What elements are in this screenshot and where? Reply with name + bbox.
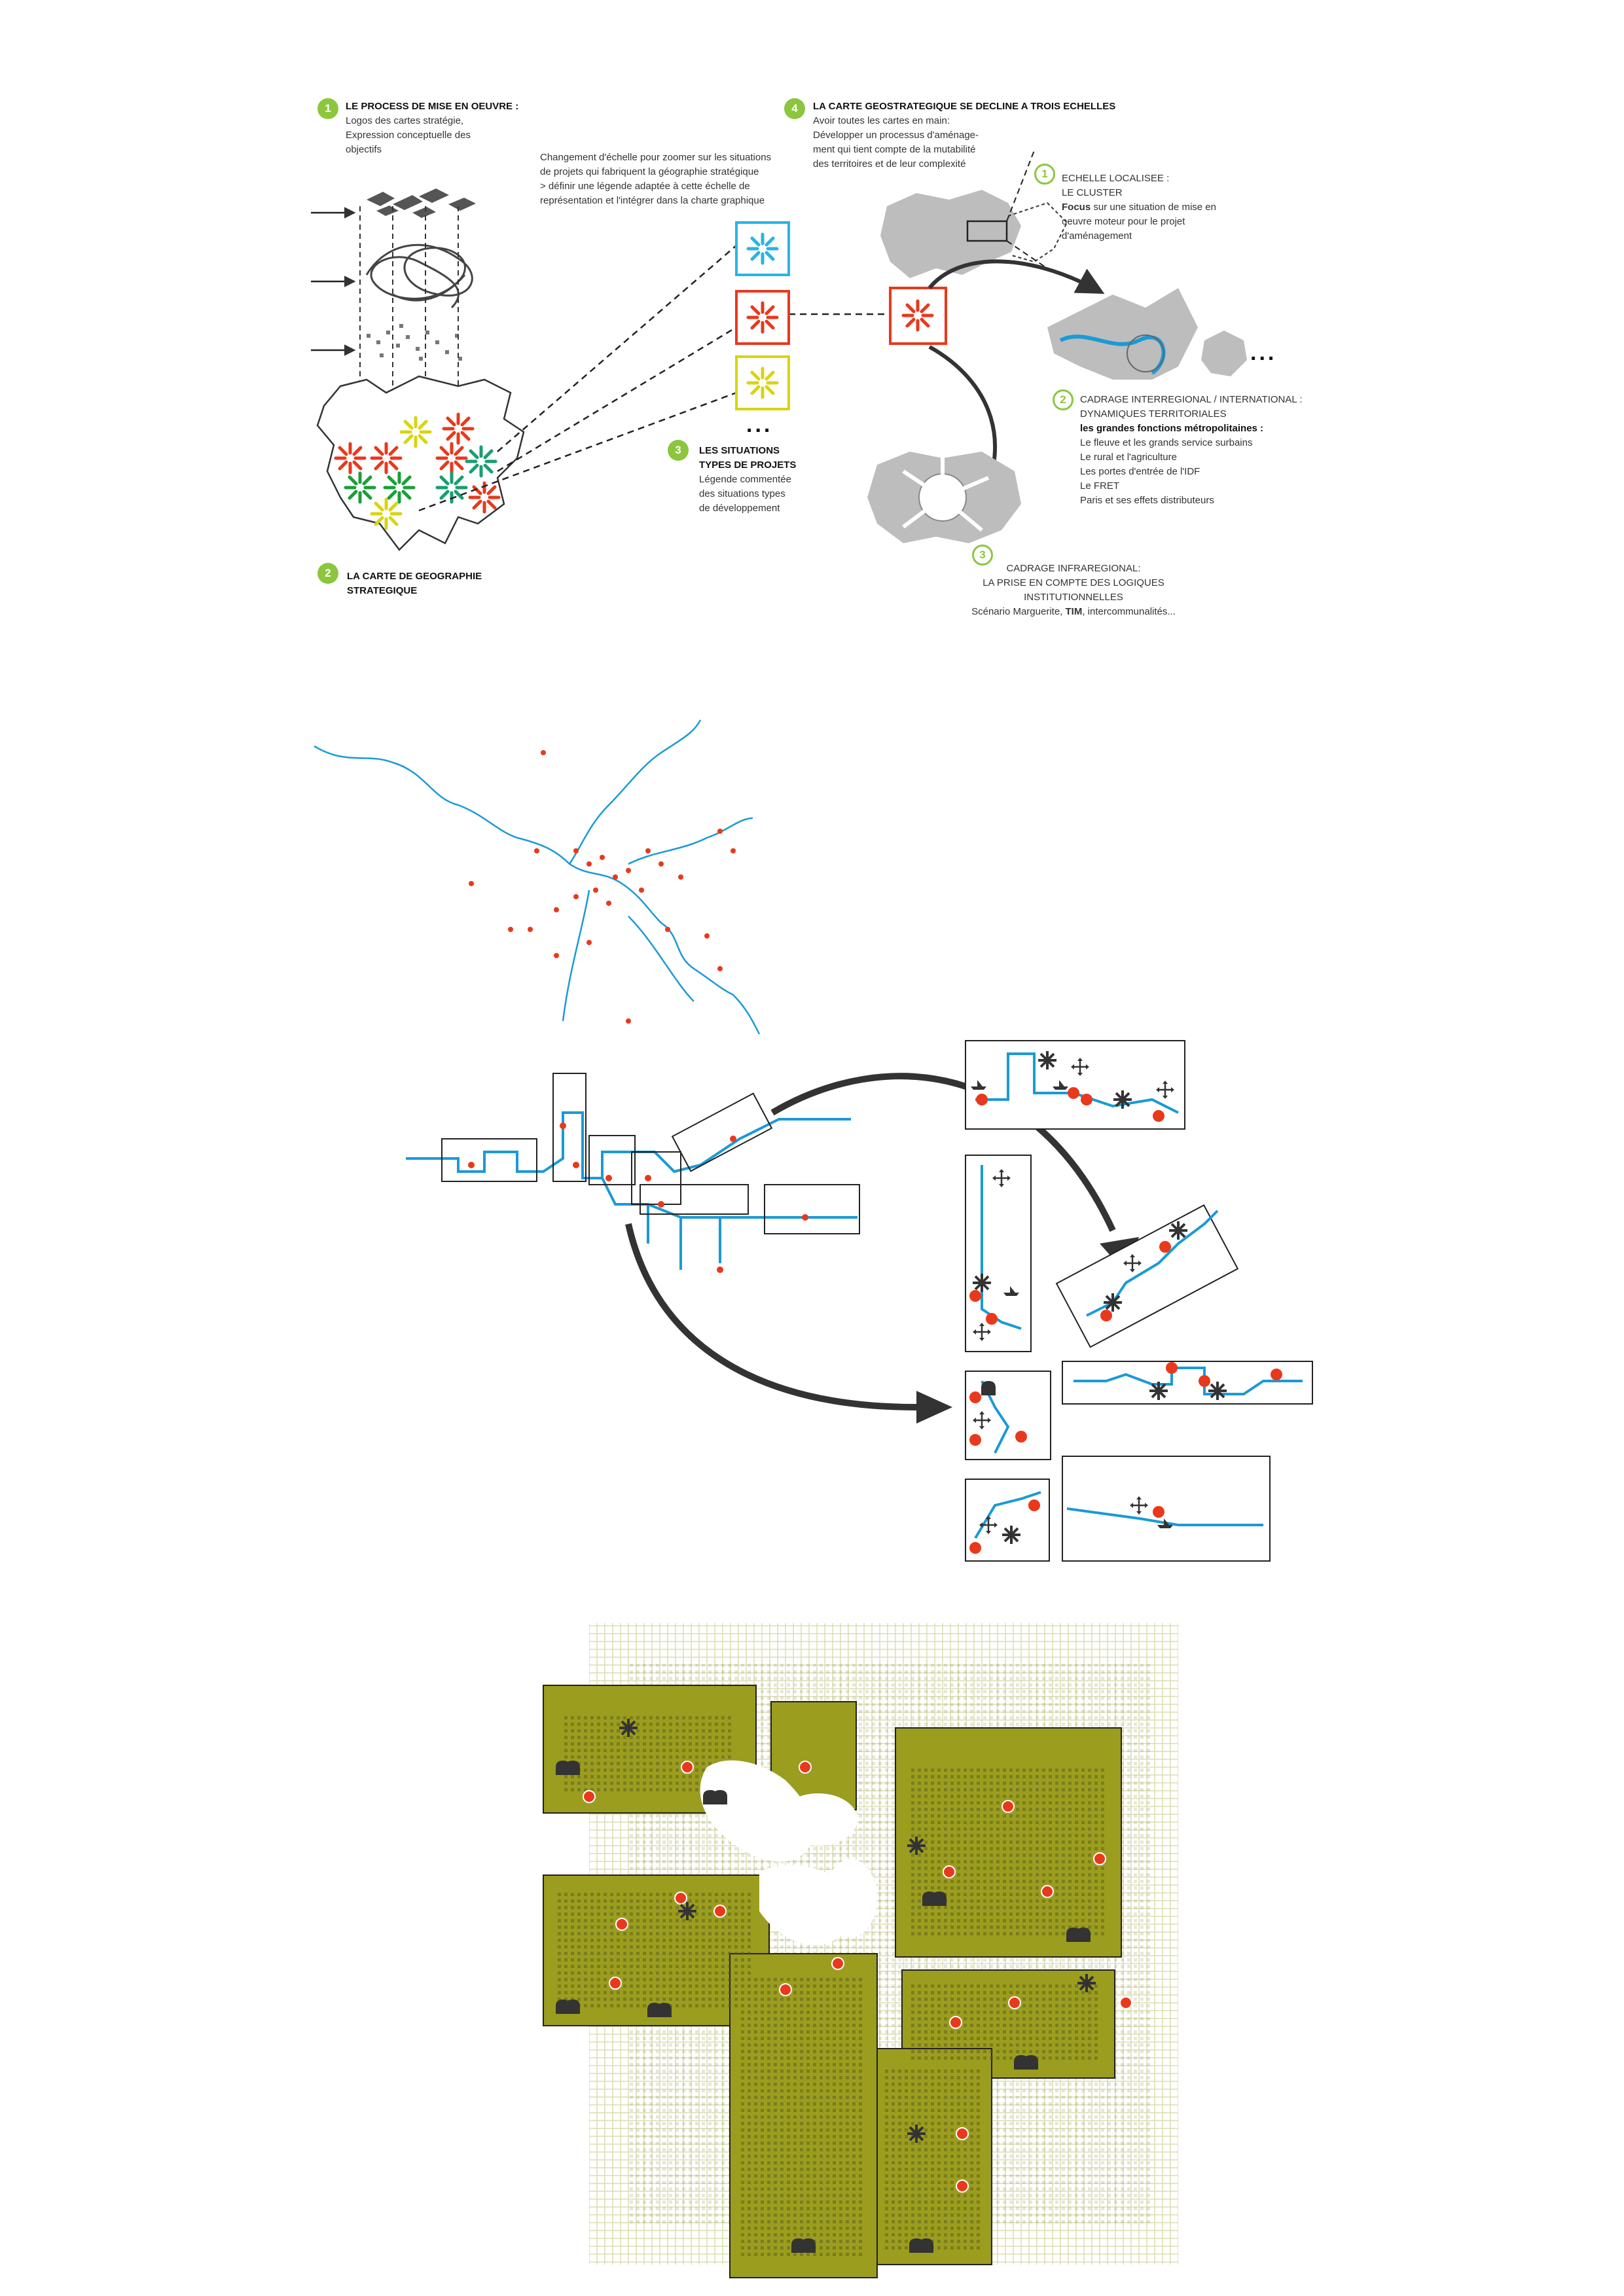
scale-2-text: CADRAGE INTERREGIONAL / INTERNATIONAL : …	[1080, 393, 1303, 508]
step-3-title: TYPES DE PROJETS	[699, 459, 797, 471]
step-4-badge: 4	[784, 98, 805, 119]
scale-1-badge: 1	[1034, 164, 1055, 185]
scale-2-item: Paris et ses effets distributeurs	[1080, 495, 1214, 506]
river-map	[314, 719, 761, 1035]
scale-2-item: Le fleuve et les grands service surbains	[1080, 437, 1253, 448]
arrow-icon	[770, 1073, 1116, 1232]
legend-box-blue	[735, 221, 790, 276]
scale-1-title: ECHELLE LOCALISEE :	[1062, 173, 1170, 184]
zoom-note-line: Changement d'échelle pour zoomer sur les…	[540, 152, 772, 163]
zoom-note-line: de projets qui fabriquent la géographie …	[540, 166, 759, 177]
legend-box-red	[735, 290, 790, 345]
cluster-box-3	[1055, 1204, 1239, 1348]
step-1-text: LE PROCESS DE MISE EN OEUVRE : Logos des…	[346, 99, 518, 157]
cluster-box-1	[965, 1040, 1185, 1130]
cluster-box-6	[965, 1479, 1050, 1562]
scale-3-last-bold: TIM	[1065, 606, 1083, 617]
step-2-title: STRATEGIQUE	[347, 585, 418, 596]
zoom-note-line: > définir une légende adaptée à cette éc…	[540, 181, 750, 192]
scale-2-subtitle: les grandes fonctions métropolitaines :	[1080, 423, 1264, 434]
arrow-icon	[311, 207, 356, 356]
step-1-badge: 1	[317, 98, 338, 119]
scale-1-line: oeuvre moteur pour le projet	[1062, 216, 1185, 227]
step-3-text: LES SITUATIONS TYPES DE PROJETS Légende …	[699, 444, 796, 516]
legend-links	[418, 245, 890, 512]
zoom-lines	[1006, 150, 1048, 269]
logo-layer-scribble	[365, 243, 473, 309]
cluster-box-2	[965, 1155, 1032, 1352]
step-3-ellipsis: ...	[746, 412, 773, 437]
zoom-note: Changement d'échelle pour zoomer sur les…	[540, 151, 771, 208]
scale-2-item: Le rural et l'agriculture	[1080, 452, 1177, 463]
scale-2-item: Les portes d'entrée de l'IDF	[1080, 466, 1200, 477]
step-1-line: objectifs	[346, 144, 382, 155]
arrow-icon	[625, 1223, 917, 1410]
step-3-line: Légende commentée	[699, 474, 791, 485]
cluster-box-5	[1062, 1361, 1313, 1405]
region-map-grey	[880, 190, 1021, 278]
step-4-line: des territoires et de leur complexité	[813, 158, 966, 170]
logo-layer-dotted	[367, 324, 462, 361]
schematic-assembly	[406, 1073, 1139, 1424]
scale-1-text: ECHELLE LOCALISEE : LE CLUSTER Focus sur…	[1062, 171, 1216, 243]
scale-2-ellipsis: ...	[1250, 340, 1277, 365]
legend-box-red-focus	[889, 287, 947, 345]
legend-box-yellow	[735, 355, 790, 410]
interregional-map	[1047, 288, 1247, 380]
scale-1-line: d'aménagement	[1062, 230, 1132, 242]
logo-layer-hatched	[367, 188, 476, 218]
scale-1-focus-rest: sur une situation de mise en	[1091, 202, 1216, 213]
step-2-title: LA CARTE DE GEOGRAPHIE	[347, 571, 482, 582]
scale-3-title: LA PRISE EN COMPTE DES LOGIQUES	[983, 577, 1164, 588]
region-map-outline	[316, 375, 525, 551]
step-3-line: de développement	[699, 503, 780, 514]
scale-3-badge: 3	[972, 545, 993, 565]
infraregional-map	[867, 452, 1021, 543]
step-3-title: LES SITUATIONS	[699, 445, 780, 456]
step-3-line: des situations types	[699, 488, 785, 499]
step-4-line: ment qui tient compte de la mutabilité	[813, 144, 976, 155]
scale-3-text: CADRAGE INFRAREGIONAL: LA PRISE EN COMPT…	[943, 562, 1204, 619]
step-2-badge: 2	[317, 563, 338, 584]
territory-mosaic	[543, 1623, 1178, 2278]
cluster-box-7	[1062, 1456, 1271, 1562]
step-4-line: Développer un processus d'aménage-	[813, 130, 979, 141]
step-1-title: LE PROCESS DE MISE EN OEUVRE :	[346, 101, 519, 112]
step-2-text: LA CARTE DE GEOGRAPHIE STRATEGIQUE	[347, 569, 482, 598]
scale-1-title: LE CLUSTER	[1062, 187, 1123, 198]
scale-2-title: DYNAMIQUES TERRITORIALES	[1080, 408, 1227, 420]
scale-3-last-pre: Scénario Marguerite,	[971, 606, 1066, 617]
scale-2-item: Le FRET	[1080, 480, 1120, 492]
project-points	[469, 750, 736, 1024]
step-3-badge: 3	[668, 440, 689, 461]
step-4-text: LA CARTE GEOSTRATEGIQUE SE DECLINE A TRO…	[813, 99, 1115, 171]
step-4-line: Avoir toutes les cartes en main:	[813, 115, 950, 126]
step-1-line: Expression conceptuelle des	[346, 130, 471, 141]
zoom-note-line: représentation et l'intégrer dans la cha…	[540, 195, 765, 206]
arrow-icon	[928, 259, 1105, 294]
step-4-title: LA CARTE GEOSTRATEGIQUE SE DECLINE A TRO…	[813, 101, 1116, 112]
cluster-box-4	[965, 1371, 1051, 1460]
scale-2-title: CADRAGE INTERREGIONAL / INTERNATIONAL :	[1080, 394, 1303, 405]
process-diagram	[311, 150, 1247, 551]
scale-3-title: CADRAGE INFRAREGIONAL:	[1006, 563, 1141, 574]
scale-3-title: INSTITUTIONNELLES	[1024, 592, 1123, 603]
cluster-boxes	[965, 1040, 1313, 1562]
scale-2-badge: 2	[1053, 389, 1074, 410]
scale-1-focus: Focus	[1062, 202, 1091, 213]
scale-3-last-post: , intercommunalités...	[1082, 606, 1176, 617]
step-1-line: Logos des cartes stratégie,	[346, 115, 464, 126]
